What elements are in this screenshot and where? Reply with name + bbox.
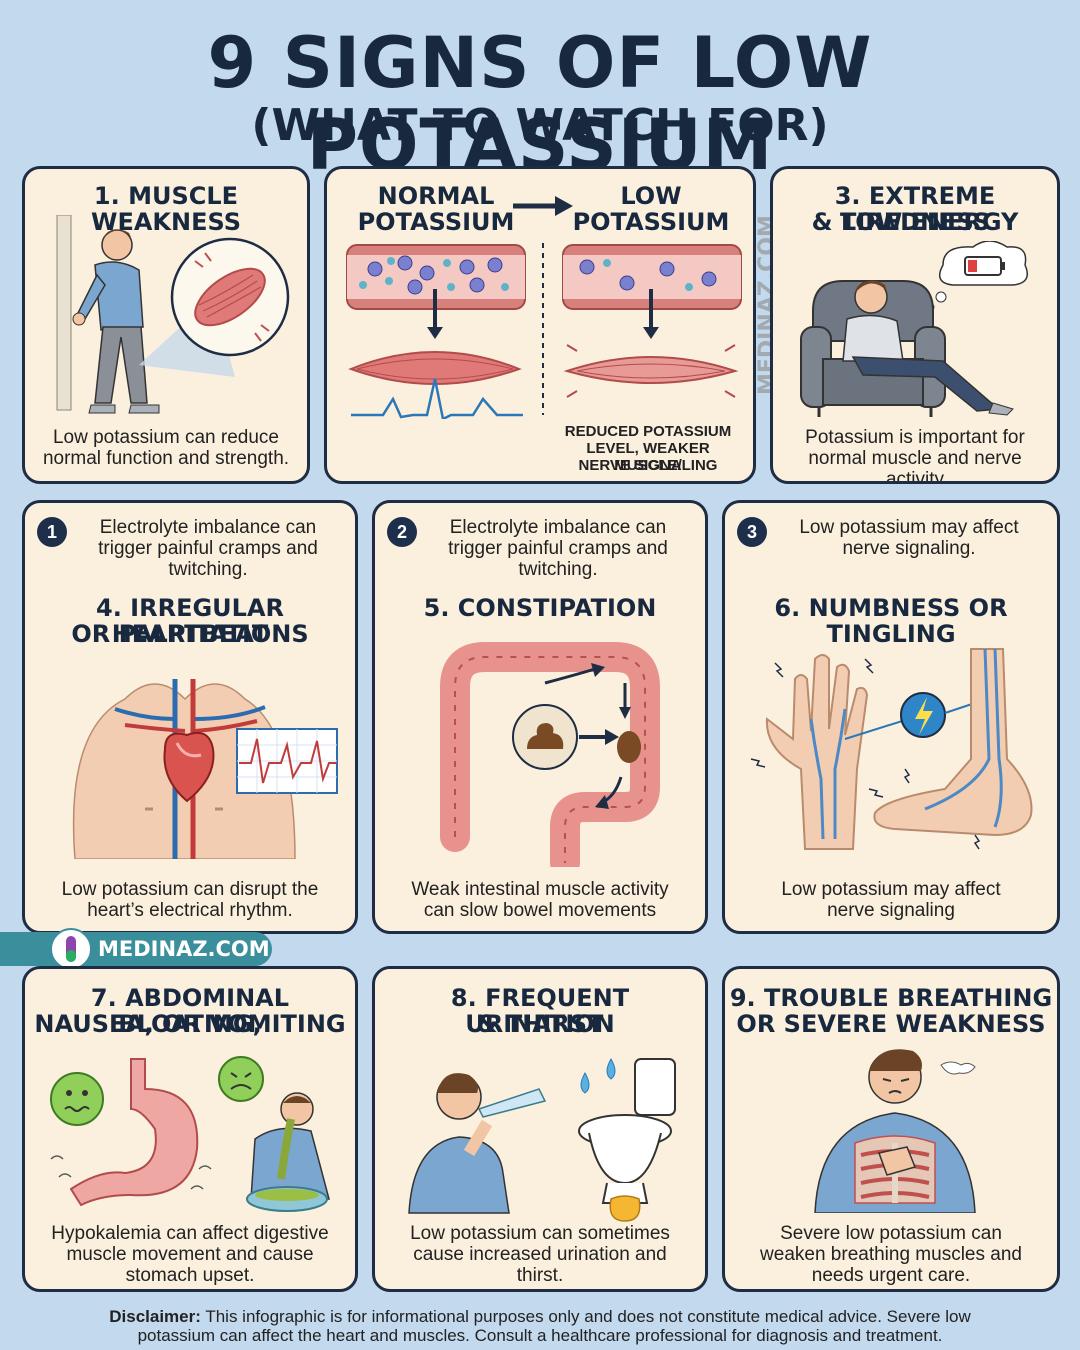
card-irregular-heartbeat: 1 Electrolyte imbalance can trigger pain…	[22, 500, 358, 934]
card-caption-line: needs urgent care.	[811, 1265, 971, 1286]
card-intro-line: trigger painful cramps and	[98, 538, 318, 559]
page-title: 9 SIGNS OF LOW POTASSIUM	[207, 22, 873, 186]
heart-chest-illustration	[72, 679, 338, 859]
page-subtitle: (WHAT TO WATCH FOR)	[251, 100, 829, 151]
intestine-illustration	[440, 642, 660, 867]
card-heading: 6. NUMBNESS OR TINGLING	[774, 594, 1008, 648]
card-intro-line: Electrolyte imbalance can	[449, 517, 667, 538]
step-number-badge: 1	[37, 517, 67, 547]
card-heading: 8. FREQUENT URINATION	[450, 984, 630, 1038]
card-caption-line: normal muscle and nerve activity	[808, 448, 1022, 484]
card-intro-line: twitching.	[518, 559, 598, 580]
card-caption-line: normal function and strength.	[42, 448, 290, 469]
site-banner	[0, 932, 272, 966]
normal-potassium-label-1: NORMAL	[377, 182, 495, 210]
card-frequent-urination: 8. FREQUENT URINATION & THIRST Low potas…	[372, 966, 708, 1292]
card-heading: OR PALPITATIONS	[71, 620, 309, 648]
card-intro-line: nerve signaling.	[842, 538, 976, 559]
card-caption-line: Hypokalemia can affect digestive	[51, 1223, 329, 1244]
potassium-comparison-illustration	[346, 243, 742, 419]
ion-icon	[443, 383, 463, 403]
card-intro-line: Low potassium may affect	[799, 517, 1019, 538]
card-caption-line: Low potassium can reduce	[52, 427, 279, 448]
low-potassium-note-line: LEVEL, WEAKER MUSCLE/	[586, 440, 710, 474]
card-abdominal-bloating: 7. ABDOMINAL BLOATING, NAUSEA, OR VOMITI…	[22, 966, 358, 1292]
stomach-nausea-illustration	[50, 1056, 330, 1212]
site-logo-icon	[50, 928, 92, 970]
card-caption-line: Low potassium can disrupt the	[61, 879, 319, 900]
card-heading: & LOW ENERGY	[811, 208, 1019, 236]
card-caption-line: heart’s electrical rhythm.	[87, 900, 293, 921]
card-heading: OR SEVERE WEAKNESS	[736, 1010, 1046, 1038]
disclaimer-label: Disclaimer:	[109, 1307, 201, 1326]
card-heading: 5. CONSTIPATION	[423, 594, 657, 622]
card-extreme-tiredness: 3. EXTREME TIREDNESS & LOW ENERGY Potass…	[770, 166, 1060, 484]
card-heading: & THIRST	[476, 1010, 604, 1038]
low-potassium-label-1: LOW	[620, 182, 682, 210]
breathing-distress-illustration	[814, 1049, 976, 1213]
card-caption-line: weaken breathing muscles and	[760, 1244, 1022, 1265]
normal-potassium-label-2: POTASSIUM	[357, 208, 515, 236]
step-number-badge: 3	[737, 517, 767, 547]
card-muscle-weakness: 1. MUSCLE WEAKNESS Low potassium can red…	[22, 166, 310, 484]
low-potassium-note-line: NERVE SIGNALING	[578, 457, 718, 474]
disclaimer-text: This infographic is for informational pu…	[200, 1307, 971, 1326]
card-constipation: 2 Electrolyte imbalance can trigger pain…	[372, 500, 708, 934]
card-caption-line: thirst.	[516, 1265, 564, 1286]
arrow-right-icon	[513, 196, 573, 216]
low-potassium-note-line: REDUCED POTASSIUM	[564, 423, 732, 440]
card-caption-line: Potassium is important for	[805, 427, 1025, 448]
muscle-weakness-illustration	[56, 215, 290, 414]
card-caption-line: muscle movement and cause	[66, 1244, 314, 1265]
tired-person-illustration	[800, 241, 1028, 417]
card-caption-line: Low potassium may affect	[781, 879, 1001, 900]
low-potassium-label-2: POTASSIUM	[572, 208, 730, 236]
card-caption-line: stomach upset.	[125, 1265, 255, 1286]
card-caption-line: Low potassium can sometimes	[410, 1223, 670, 1244]
card-caption-line: Weak intestinal muscle activity	[411, 879, 669, 900]
card-caption-line: can slow bowel movements	[423, 900, 657, 921]
hand-foot-nerve-illustration	[750, 648, 1033, 850]
site-banner-text: MEDINAZ.COM	[98, 937, 270, 961]
step-number-badge: 2	[387, 517, 417, 547]
card-intro-line: trigger painful cramps and	[448, 538, 668, 559]
disclaimer-text: potassium can affect the heart and muscl…	[137, 1326, 943, 1345]
disclaimer: Disclaimer: This infographic is for info…	[40, 1307, 1040, 1345]
card-heading: 3. EXTREME TIREDNESS	[834, 182, 996, 236]
card-heading: 4. IRREGULAR HEARTBEAT	[96, 594, 284, 648]
card-heading: 7. ABDOMINAL BLOATING,	[90, 984, 290, 1038]
card-caption-line: cause increased urination and	[413, 1244, 667, 1265]
drinking-toilet-illustration	[408, 1057, 676, 1222]
card-caption-line: Severe low potassium can	[780, 1223, 1002, 1244]
card-numbness-tingling: 3 Low potassium may affect nerve signali…	[722, 500, 1060, 934]
card-intro-line: twitching.	[168, 559, 248, 580]
card-heading: NAUSEA, OR VOMITING	[34, 1010, 346, 1038]
card-potassium-comparison: NORMAL POTASSIUM LOW POTASSIUM	[324, 166, 756, 484]
card-trouble-breathing: 9. TROUBLE BREATHING OR SEVERE WEAKNESS …	[722, 966, 1060, 1292]
card-caption-line: nerve signaling	[827, 900, 955, 921]
card-intro-line: Electrolyte imbalance can	[99, 517, 317, 538]
card-heading: 9. TROUBLE BREATHING	[729, 984, 1053, 1012]
